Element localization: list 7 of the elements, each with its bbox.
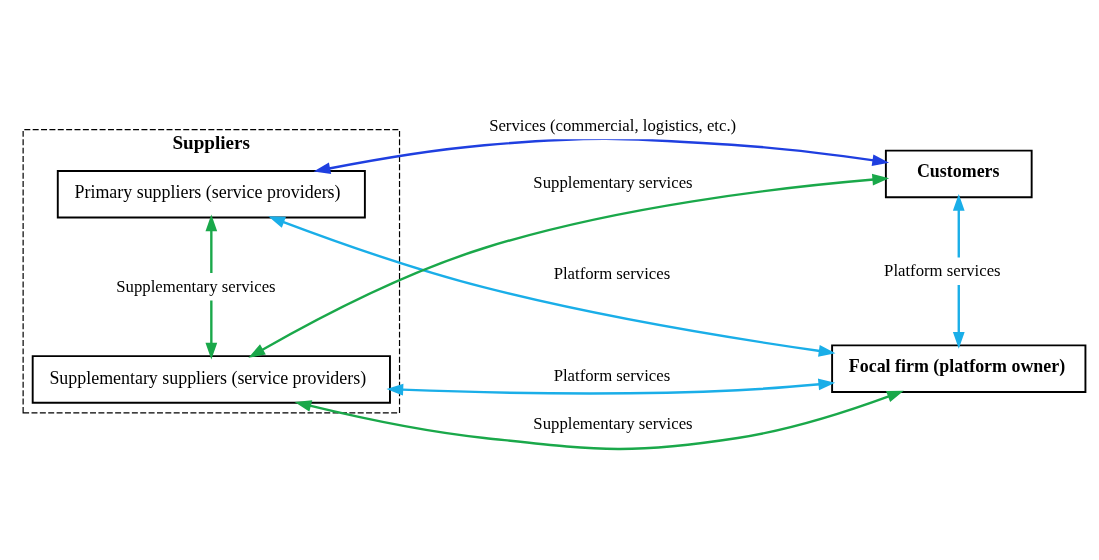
edge-label: Supplementary services (116, 276, 276, 296)
edge-label: Platform services (553, 263, 671, 283)
edge-label: Supplementary services (533, 172, 693, 192)
edge-label: Platform services (553, 365, 671, 385)
edge-label: Services (commercial, logistics, etc.) (489, 115, 737, 135)
edge-label: Supplementary services (533, 413, 693, 433)
edge-label: Platform services (884, 260, 1001, 280)
